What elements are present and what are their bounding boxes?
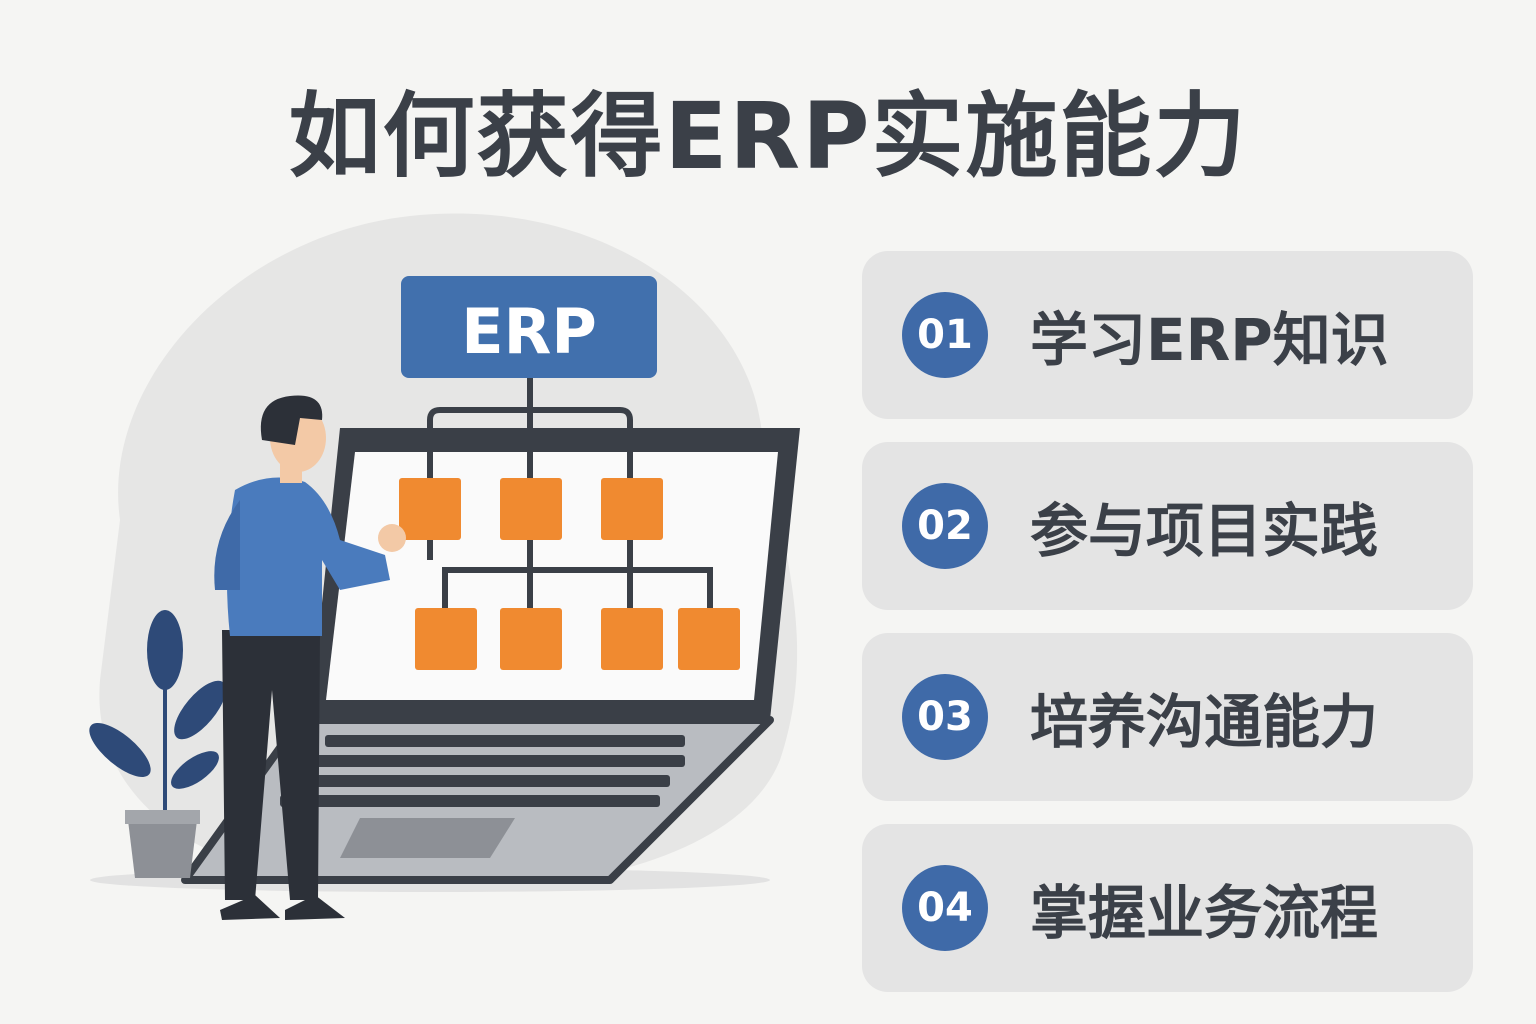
step-label: 参与项目实践 bbox=[1030, 497, 1379, 565]
step-card-2: 02 参与项目实践 bbox=[862, 442, 1473, 610]
step-card-3: 03 培养沟通能力 bbox=[862, 633, 1473, 801]
step-number-badge: 02 bbox=[902, 483, 988, 569]
step-label: 掌握业务流程 bbox=[1030, 879, 1379, 947]
person-figure bbox=[214, 395, 406, 920]
step-number-badge: 04 bbox=[902, 865, 988, 951]
step-label: 培养沟通能力 bbox=[1030, 688, 1379, 756]
org-chart-nodes bbox=[399, 478, 740, 670]
step-number-badge: 03 bbox=[902, 674, 988, 760]
step-card-4: 04 掌握业务流程 bbox=[862, 824, 1473, 992]
erp-illustration: ERP bbox=[89, 213, 800, 920]
keyboard-icon bbox=[280, 735, 685, 807]
touchpad bbox=[340, 818, 515, 858]
step-number-badge: 01 bbox=[902, 292, 988, 378]
page-title: 如何获得ERP实施能力 bbox=[288, 83, 1248, 190]
step-card-1: 01 学习ERP知识 bbox=[862, 251, 1473, 419]
plant-icon bbox=[89, 610, 226, 878]
step-label: 学习ERP知识 bbox=[1030, 306, 1389, 374]
erp-header-label: ERP bbox=[461, 295, 597, 368]
erp-header-box bbox=[401, 276, 657, 378]
